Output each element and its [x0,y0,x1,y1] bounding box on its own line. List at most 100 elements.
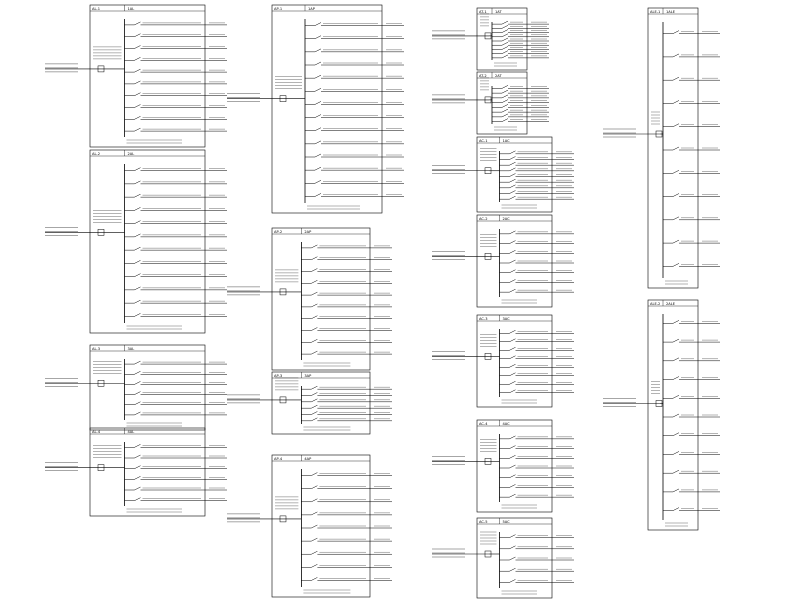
feeder-circuit [499,190,574,194]
feeder-circuit [124,381,227,385]
feeder-circuit [499,389,574,393]
feeder-circuit [305,61,404,66]
feeder-circuit [301,498,392,503]
breaker-contact [134,454,141,459]
breaker-contact [672,146,680,151]
feeder-circuit [492,85,549,89]
feeder-circuit [301,564,392,568]
feeder-circuit [499,545,574,550]
feeder-circuit [492,29,549,33]
breaker-contact [501,20,509,25]
feeder-circuit [124,299,227,304]
breaker-contact [134,260,141,264]
main-breaker-symbol [279,288,287,296]
breaker-contact [134,299,141,304]
breaker-contact [672,451,680,455]
breaker-contact [509,269,516,273]
feeder-circuit [492,25,549,29]
feeder-circuit [663,100,720,104]
breaker-contact [501,104,509,108]
breaker-contact [314,101,322,105]
feeder-circuit [124,80,227,85]
feeder-circuit [663,320,720,324]
feeder-circuit [124,497,227,501]
breaker-contact [509,178,516,183]
breaker-contact [311,280,318,284]
breaker-contact [672,53,680,58]
panel-title: AT-2 [479,74,487,78]
feeder-circuit [124,401,227,405]
breaker-contact [311,417,318,422]
feeder-circuit [499,556,574,561]
feeder-circuit [499,184,574,189]
feeder-circuit [301,577,392,581]
feeder-circuit [663,263,720,267]
feeder-circuit [499,156,574,160]
feeder-circuit [492,89,549,94]
feeder-circuit [301,327,392,331]
feeder-circuit [499,579,574,583]
feeder-circuit [301,417,392,422]
breaker-contact [509,534,516,538]
feeder-circuit [305,166,404,171]
breaker-contact [509,545,516,550]
feeder-circuit [124,486,227,491]
panel-tag: 1AL [128,7,135,11]
feeder-circuit [663,170,720,174]
feeder-circuit [124,391,227,395]
panel-tag: 4AP [304,457,312,461]
feeder-circuit [663,395,720,399]
breaker-contact [311,315,318,319]
breaker-contact [501,29,509,33]
breaker-contact [509,184,516,189]
panel-tag: 3AL [128,347,135,351]
feeder-circuit [499,338,574,342]
feeder-circuit [301,280,392,284]
feeder-circuit [663,451,720,455]
feeder-circuit [124,444,227,448]
feeder-circuit [124,454,227,459]
main-breaker-symbol [97,229,105,236]
feeder-circuit [124,127,227,132]
breaker-contact [311,511,318,516]
breaker-contact [509,381,516,385]
breaker-contact [134,371,141,375]
feeder-circuit [124,476,227,480]
breaker-contact [311,256,318,260]
feeder-circuit [663,488,720,493]
feeder-circuit [124,21,227,26]
breaker-contact [134,45,141,49]
panel-tag: 2AT [495,74,502,78]
breaker-contact [672,469,680,474]
feeder-circuit [499,167,574,172]
breaker-contact [672,170,680,174]
breaker-contact [311,411,318,415]
feeder-circuit [124,92,227,96]
feeder-circuit [305,153,404,158]
main-breaker-symbol [655,400,663,407]
breaker-contact [501,54,509,59]
panel-tag: 3AC [503,317,511,321]
panel-tag: 2ALE [666,302,676,306]
panel-title: AL-2 [92,152,100,156]
feeder-circuit [301,350,392,355]
panel-title: ALE-2 [650,302,660,306]
panel-frame [271,4,383,214]
feeder-circuit [492,113,549,118]
panel-frame [476,214,553,308]
panel-tag: 1AP [308,7,316,11]
feeder-circuit [305,127,404,131]
feeder-circuit [301,339,392,343]
panel-tag: 2AC [503,217,511,221]
breaker-contact [672,413,680,418]
breaker-contact [672,507,680,511]
feeder-circuit [499,347,574,351]
breaker-contact [672,193,680,197]
